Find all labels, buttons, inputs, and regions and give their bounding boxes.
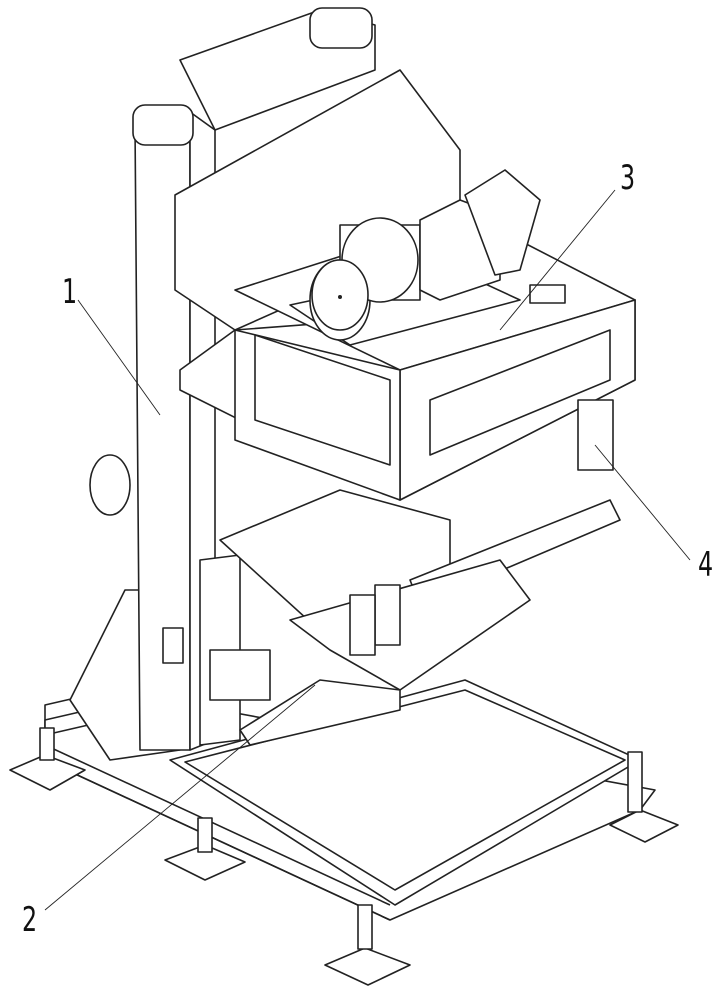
leveling-feet bbox=[9, 727, 679, 986]
label-3: 3 bbox=[620, 158, 636, 198]
leader-line-4 bbox=[594, 444, 691, 561]
label-1: 1 bbox=[62, 272, 78, 312]
leader-lines bbox=[44, 189, 691, 911]
label-4: 4 bbox=[698, 545, 714, 585]
lower-mechanism bbox=[219, 399, 621, 746]
motor bbox=[289, 169, 566, 346]
upper-frame bbox=[174, 69, 636, 501]
label-2: 2 bbox=[22, 900, 38, 940]
leader-line-2 bbox=[44, 684, 316, 911]
leader-line-3 bbox=[499, 189, 616, 331]
column bbox=[69, 7, 376, 761]
leader-line-1 bbox=[77, 299, 161, 416]
